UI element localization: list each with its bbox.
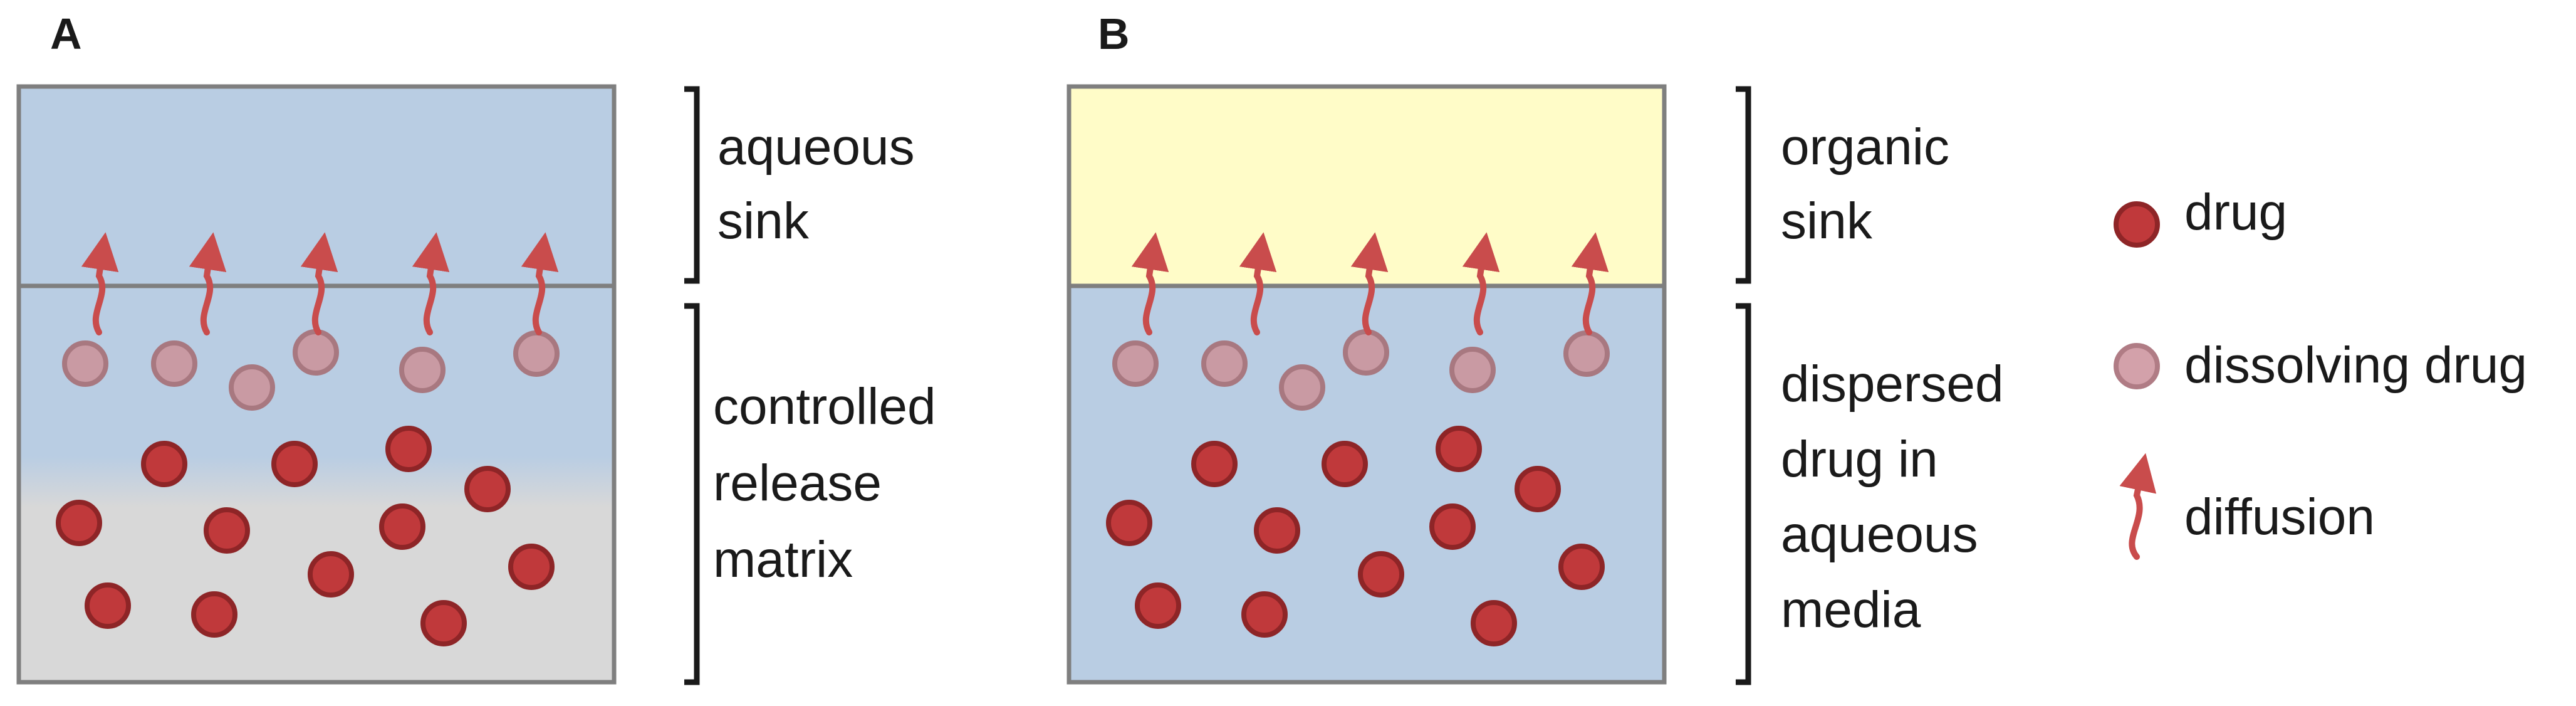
panel-b-box-border	[1066, 84, 1667, 685]
panel-a-top-bracket	[684, 86, 700, 284]
legend-diffusion-label: diffusion	[2184, 488, 2375, 545]
legend: drug dissolving drug diffusion	[2114, 184, 2527, 560]
diffusion-arrow	[1571, 232, 1609, 335]
dissolving-drug-particle	[293, 329, 339, 376]
dissolving-drug-particle	[513, 330, 560, 377]
diffusion-arrow	[1350, 232, 1389, 335]
dissolving-drug-particle	[1201, 340, 1248, 387]
drug-particle	[1191, 441, 1238, 487]
dissolving-drug-particle	[1112, 340, 1159, 387]
drug-particle	[464, 466, 511, 512]
panel-a-diffusion-arrows	[81, 232, 559, 335]
diffusion-arrow	[189, 232, 227, 335]
panel-a-bottom-label-line-1: controlled	[713, 378, 936, 435]
diffusion-arrow	[412, 232, 450, 335]
drug-particle	[508, 544, 555, 590]
legend-drug-icon	[2114, 201, 2160, 248]
drug-particle	[1515, 466, 1561, 512]
drug-particle	[1106, 500, 1152, 546]
panel-b-particles	[1106, 329, 1610, 646]
dissolving-drug-particle	[1279, 364, 1325, 411]
panel-b-bottom-label-line-4: media	[1781, 581, 1921, 638]
dissolving-drug-particle	[1449, 347, 1496, 393]
diffusion-arrow	[521, 232, 559, 335]
dissolving-drug-particle	[151, 340, 197, 387]
legend-dissolving-drug-icon	[2114, 343, 2160, 389]
drug-particle	[191, 591, 237, 638]
drug-particle	[271, 441, 318, 487]
panel-a-box-border	[16, 84, 617, 685]
panel-b: B organic sink dispersed drug in aqueous…	[1066, 9, 2004, 685]
panel-letter-a: A	[50, 9, 82, 58]
legend-dissolving-drug-label: dissolving drug	[2184, 337, 2527, 394]
dissolving-drug-particle	[229, 364, 275, 411]
drug-particle	[1241, 591, 1288, 638]
dissolving-drug-particle	[1563, 330, 1610, 377]
panel-b-organic-region	[1069, 87, 1664, 286]
dissolving-drug-particle	[399, 347, 446, 393]
legend-drug-label: drug	[2184, 184, 2287, 241]
panel-b-bottom-label-line-3: aqueous	[1781, 506, 1978, 563]
drug-particle	[1322, 441, 1368, 487]
drug-particle	[56, 500, 102, 546]
panel-b-top-bracket	[1736, 86, 1751, 284]
diffusion-arrow	[1462, 232, 1500, 335]
panel-a-top-label-line-1: aqueous	[717, 119, 915, 176]
panel-b-top-label-line-2: sink	[1781, 192, 1873, 250]
drug-particle	[1558, 544, 1605, 590]
drug-particle	[379, 503, 425, 550]
diffusion-arrow	[300, 232, 338, 335]
panel-b-bottom-label-line-1: dispersed	[1781, 356, 2004, 413]
panel-a-top-label-line-2: sink	[717, 192, 810, 250]
panel-a-top-region	[19, 87, 614, 286]
drug-particle	[1429, 503, 1476, 550]
panel-b-bottom-label-line-2: drug in	[1781, 431, 1938, 488]
panel-a-bottom-label-line-2: release	[713, 455, 882, 512]
dissolving-drug-particle	[1343, 329, 1389, 376]
panel-b-top-label-line-1: organic	[1781, 119, 1949, 176]
panel-letter-b: B	[1098, 9, 1130, 58]
drug-particle	[420, 600, 467, 646]
drug-particle	[204, 507, 250, 554]
drug-particle	[141, 441, 187, 487]
drug-particle	[1358, 551, 1404, 598]
dissolving-drug-particle	[62, 340, 108, 387]
drug-particle	[85, 582, 131, 629]
drug-particle	[1254, 507, 1300, 554]
diffusion-arrow	[1239, 232, 1277, 335]
drug-particle	[1436, 426, 1482, 472]
panel-a-bottom-label-line-3: matrix	[713, 531, 853, 588]
drug-particle	[385, 426, 432, 472]
drug-particle	[1471, 600, 1517, 646]
drug-particle	[308, 551, 354, 598]
diffusion-arrow	[1131, 232, 1169, 335]
drug-particle	[1135, 582, 1181, 629]
panel-a-bottom-bracket	[684, 303, 700, 685]
legend-diffusion-icon	[2119, 453, 2157, 560]
panel-b-bottom-bracket	[1736, 303, 1751, 685]
panel-b-diffusion-arrows	[1131, 232, 1609, 335]
panel-a: A aqueous sink controlled release matrix	[16, 9, 936, 685]
diffusion-arrow	[81, 232, 119, 335]
